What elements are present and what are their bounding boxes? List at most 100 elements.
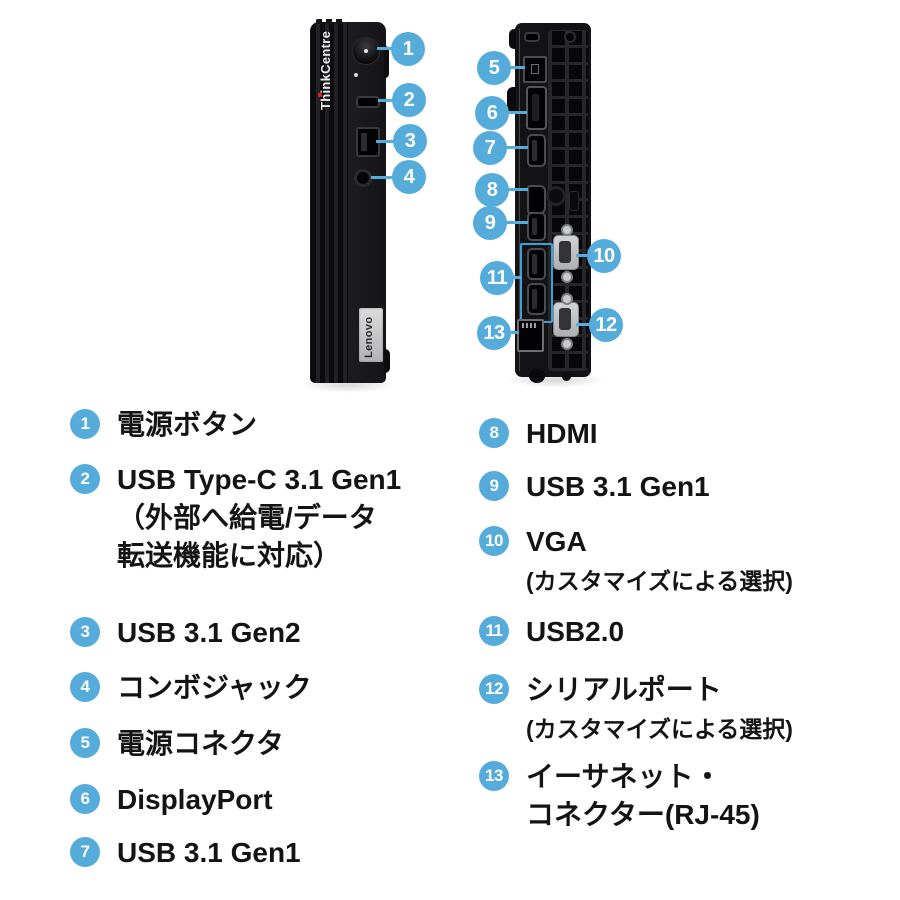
callout-line-11 <box>512 276 522 279</box>
rubber-foot <box>562 372 571 381</box>
callout-line-9 <box>505 221 528 224</box>
usb2-port-b <box>527 283 546 315</box>
front-vent-stripes <box>311 22 348 383</box>
rear-bump <box>507 87 516 114</box>
lenovo-badge: Lenovo <box>359 308 383 362</box>
combo-jack-port <box>354 169 372 187</box>
callout-6: 6 <box>475 96 509 130</box>
legend-num-10: 10 <box>479 526 509 556</box>
kensington-lock-slot <box>524 32 540 42</box>
legend-label: 転送機能に対応） <box>117 540 342 571</box>
back-view-device <box>507 23 591 383</box>
callout-line-12 <box>576 323 591 326</box>
legend-label: イーサネット・ <box>526 761 722 792</box>
legend-label: USB 3.1 Gen1 <box>117 837 301 868</box>
usb-c-port <box>356 96 380 108</box>
legend-num-3: 3 <box>70 617 100 647</box>
callout-12: 12 <box>589 308 623 342</box>
side-bump <box>384 46 389 78</box>
callout-5: 5 <box>477 51 511 85</box>
expansion-slot <box>569 191 579 211</box>
legend-num-11: 11 <box>479 616 509 646</box>
usb-3-1-gen1-port-9 <box>527 212 546 241</box>
vga-port <box>553 235 579 270</box>
vga-screw <box>561 271 573 283</box>
callout-line-5 <box>508 66 525 69</box>
callout-line-10 <box>576 254 589 257</box>
legend-item-usb-gen1-7: 7 USB 3.1 Gen1 <box>70 834 301 872</box>
screw <box>564 31 576 43</box>
callout-11: 11 <box>480 261 514 295</box>
serial-screw <box>561 338 573 350</box>
legend-item-hdmi: 8 HDMI <box>479 415 598 453</box>
callout-2: 2 <box>392 83 426 117</box>
rubber-foot <box>529 369 545 383</box>
usb-tab <box>361 133 367 151</box>
legend-item-usb-gen1-9: 9 USB 3.1 Gen1 <box>479 468 710 506</box>
screw <box>546 186 566 206</box>
legend-item-power-button: 1 電源ボタン <box>70 406 257 444</box>
thinkcentre-i-dot <box>318 93 322 97</box>
legend-sublabel: (カスタマイズによる選択) <box>526 716 793 742</box>
displayport-port <box>526 86 547 130</box>
callout-1: 1 <box>391 32 425 66</box>
callout-line-2 <box>378 99 394 102</box>
legend-item-displayport: 6 DisplayPort <box>70 781 273 819</box>
hdmi-port <box>527 185 546 214</box>
thinkcentre-logo: ThinkCentre <box>318 30 333 110</box>
legend-num-9: 9 <box>479 471 509 501</box>
legend-label: DisplayPort <box>117 784 273 815</box>
legend-item-vga: 10 VGA (カスタマイズによる選択) <box>479 523 793 601</box>
usb-3-1-gen1-port-7 <box>527 134 546 167</box>
callout-10: 10 <box>587 239 621 273</box>
power-button <box>352 37 380 65</box>
legend-label: VGA <box>526 526 587 557</box>
legend-label: コネクター(RJ-45) <box>526 799 760 830</box>
legend-num-6: 6 <box>70 784 100 814</box>
power-connector-port <box>523 56 547 83</box>
front-view-device: ThinkCentre Lenovo <box>310 19 390 383</box>
side-foot <box>384 349 390 373</box>
power-led <box>354 73 358 77</box>
legend-item-usb2: 11 USB2.0 <box>479 613 624 651</box>
legend-label: シリアルポート <box>526 674 722 705</box>
serial-port <box>553 302 579 337</box>
legend-num-7: 7 <box>70 837 100 867</box>
legend-sublabel: (カスタマイズによる選択) <box>526 568 793 594</box>
callout-line-13 <box>507 331 519 334</box>
callout-8: 8 <box>475 173 509 207</box>
legend-item-usb-gen2: 3 USB 3.1 Gen2 <box>70 614 301 652</box>
usb2-port-a <box>527 248 546 280</box>
panel-edge <box>519 29 520 371</box>
serial-screw <box>561 293 573 305</box>
callout-4: 4 <box>392 160 426 194</box>
legend-label: （外部へ給電/データ <box>117 502 377 533</box>
ethernet-rj45-port <box>517 319 544 352</box>
callout-13: 13 <box>477 316 511 350</box>
legend-label: 電源ボタン <box>117 409 258 440</box>
front-device-shadow <box>300 377 396 393</box>
legend-label: HDMI <box>526 418 598 449</box>
back-device-shadow <box>505 372 605 388</box>
legend-label: 電源コネクタ <box>117 728 284 759</box>
callout-line-7 <box>505 146 528 149</box>
callout-line-1 <box>377 47 393 50</box>
legend-item-combo-jack: 4 コンボジャック <box>70 669 312 707</box>
legend-item-serial: 12 シリアルポート (カスタマイズによる選択) <box>479 671 793 749</box>
callout-3: 3 <box>393 124 427 158</box>
callout-line-6 <box>506 111 527 114</box>
legend-num-4: 4 <box>70 672 100 702</box>
legend-num-8: 8 <box>479 418 509 448</box>
callout-line-4 <box>371 176 394 179</box>
legend-label: USB Type-C 3.1 Gen1 <box>117 464 402 495</box>
legend-label: USB 3.1 Gen1 <box>526 471 710 502</box>
front-top-notches <box>316 19 346 24</box>
legend-num-1: 1 <box>70 409 100 439</box>
legend-item-ethernet: 13 イーサネット・ コネクター(RJ-45) <box>479 758 760 834</box>
legend-item-usb-type-c: 2 USB Type-C 3.1 Gen1 （外部へ給電/データ 転送機能に対応… <box>70 461 401 575</box>
legend-label: コンボジャック <box>117 672 312 703</box>
legend-label: USB2.0 <box>526 616 625 647</box>
power-symbol-icon <box>364 49 368 53</box>
legend-num-13: 13 <box>479 761 509 791</box>
